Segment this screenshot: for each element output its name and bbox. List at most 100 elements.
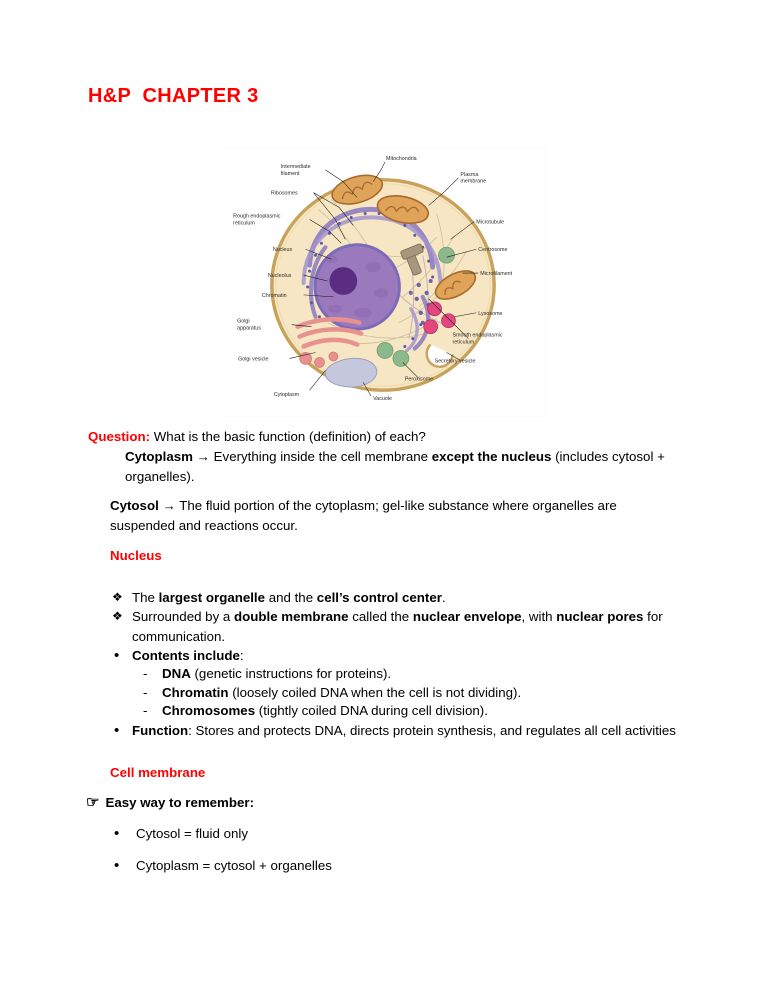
list-bullet-dot: • [114,825,120,842]
cell-membrane-heading: Cell membrane [110,765,206,780]
nucleus-item-1-seg-6: for communication. [132,609,663,644]
cytoplasm-text-2: (includes cytosol + organelles). [125,449,665,484]
nucleus-sub-2-0-seg-1: (genetic instructions for proteins). [190,666,392,682]
nucleus-sub-2-1-seg-1: (loosely coiled DNA when the cell is not… [228,684,522,700]
cell-diagram-svg: Mitochondria Plasma membrane Intermediat… [224,148,545,416]
nucleus-sub-2-2-seg-0: Chromosomes [162,703,256,719]
peroxisome-shape-1 [376,342,394,359]
question-line: Question: What is the basic function (de… [88,428,426,446]
label-plasma-membrane-1: Plasma [460,172,478,178]
nucleus-item-text: The largest organelle and the cell’s con… [132,590,446,605]
sublist-item-text: DNA (genetic instructions for proteins). [162,666,391,681]
nucleus-sublist: -DNA (genetic instructions for proteins)… [132,665,680,721]
nucleus-item-2-seg-0: Contents include [132,647,240,663]
label-vacuole: Vacuole [373,396,392,402]
label-golgi-vesicle: Golgi vesicle [238,356,268,362]
centrosome-shape [400,243,424,276]
golgi-apparatus-shape [295,317,364,349]
page-title: H&P CHAPTER 3 [88,85,259,107]
label-nucleolus: Nucleolus [268,273,292,279]
leader-lines [289,161,479,397]
label-plasma-membrane-2: membrane [460,179,486,185]
nucleus-item-text: Function: Stores and protects DNA, direc… [132,723,676,738]
remember-list: • Cytosol = fluid only • Cytoplasm = cytoso… [110,825,332,890]
cytoplasm-arrow: → [192,449,214,464]
remember-list-item: • Cytosol = fluid only [110,825,332,842]
remember-item-text: Cytoplasm = cytosol + organelles [136,858,332,873]
label-chromatin: Chromatin [262,293,287,299]
chromatin-texture [325,255,388,318]
list-bullet-dot: • [114,857,120,874]
list-bullet-dot: • [114,646,120,664]
nucleus-list-item: ❖ The largest organelle and the cell’s co… [110,588,680,607]
cytosol-term: Cytosol [110,498,159,513]
vacuole-shape [324,357,378,388]
label-mitochondria: Mitochondria [386,156,417,162]
label-secretory-vesicle: Secretory vesicle [435,358,476,364]
question-text: What is the basic function (definition) … [150,429,426,444]
mitochondrion-3 [434,270,477,300]
nucleus-item-1-seg-5: nuclear pores [556,609,644,625]
nucleus-item-1-seg-0: Surrounded by a [132,609,235,625]
sublist-item-text: Chromatin (loosely coiled DNA when the c… [162,685,521,700]
list-bullet-diamond: ❖ [112,609,123,624]
remember-list-item: • Cytoplasm = cytosol + organelles [110,857,332,874]
label-golgi-apparatus-2: apparatus [237,326,261,332]
sublist-item-text: Chromosomes (tightly coiled DNA during c… [162,703,488,718]
secretory-vesicle-shape [425,343,454,368]
list-bullet-dot: • [114,721,120,739]
nucleus-sub-2-0-seg-0: DNA [162,666,191,682]
nucleolus-shape [329,267,358,295]
cytoplasm-term: Cytoplasm [125,449,193,464]
nucleus-sublist-item: -Chromatin (loosely coiled DNA when the … [132,684,680,703]
label-rough-er-1: Rough endoplasmic [233,213,281,219]
nucleus-item-text: Contents include: [132,648,244,663]
label-smooth-er-2: reticulum [452,340,474,346]
nucleus-list-item: •Contents include:-DNA (genetic instruct… [110,646,680,721]
remember-item-text: Cytosol = fluid only [136,826,248,841]
pointing-hand-icon: ☞ [86,794,100,811]
nucleus-list: ❖ The largest organelle and the cell’s co… [110,588,680,740]
label-ribosomes: Ribosomes [271,191,298,197]
label-peroxisome: Peroxisome [405,376,433,382]
label-lysosome: Lysosome [478,311,502,317]
mitochondrion-2 [376,195,430,225]
cytoplasm-text-1: Everything inside the cell membrane [213,449,432,464]
lysosome-shape-1 [427,301,442,317]
golgi-vesicles [299,351,339,368]
label-intermediate-filament-2: filament [281,171,300,177]
nucleus-item-3-seg-0: Function [132,722,189,738]
figure-labels: Mitochondria Plasma membrane Intermediat… [233,156,513,402]
label-rough-er-2: reticulum [233,220,255,226]
label-cytoplasm: Cytoplasm [274,392,300,398]
nucleus-item-1-seg-4: , with [521,609,557,625]
nucleus-list-item: • Function: Stores and protects DNA, dire… [110,721,680,740]
nucleus-item-text: Surrounded by a double membrane called t… [132,609,663,643]
nucleus-sublist-item: -DNA (genetic instructions for proteins)… [132,665,680,684]
nucleus-item-3-seg-1: : Stores and protects DNA, directs prote… [188,722,676,738]
label-microtubule: Microtubule [476,219,504,225]
label-intermediate-filament-1: Intermediate [281,164,311,170]
cytoplasm-definition: Cytoplasm → Everything inside the cell m… [125,447,673,486]
nucleus-item-0-seg-4: . [441,590,446,605]
label-nucleus: Nucleus [273,247,293,253]
cytosol-definition: Cytosol → The fluid portion of the cytop… [110,496,675,535]
nucleus-item-0-seg-2: and the [265,590,317,605]
sublist-dash: - [143,703,148,719]
animal-cell-figure: Mitochondria Plasma membrane Intermediat… [223,147,546,417]
lysosome-shape-3 [423,319,439,335]
rough-endoplasmic-reticulum [301,207,443,353]
nucleus-item-0-seg-0: The [132,590,159,605]
nucleus-item-1-seg-3: nuclear envelope [412,609,522,625]
list-bullet-diamond: ❖ [112,590,123,604]
mitochondrion-1 [331,174,384,205]
nucleus-heading: Nucleus [110,548,162,563]
sublist-dash: - [143,684,148,700]
nucleus-item-0-seg-1: largest organelle [158,590,266,605]
nucleus-sub-2-2-seg-1: (tightly coiled DNA during cell division… [255,703,488,719]
remember-label: Easy way to remember: [105,795,255,810]
nucleus-sublist-item: -Chromosomes (tightly coiled DNA during … [132,702,680,721]
question-label: Question: [88,429,151,444]
label-centrosome: Centrosome [478,247,507,253]
